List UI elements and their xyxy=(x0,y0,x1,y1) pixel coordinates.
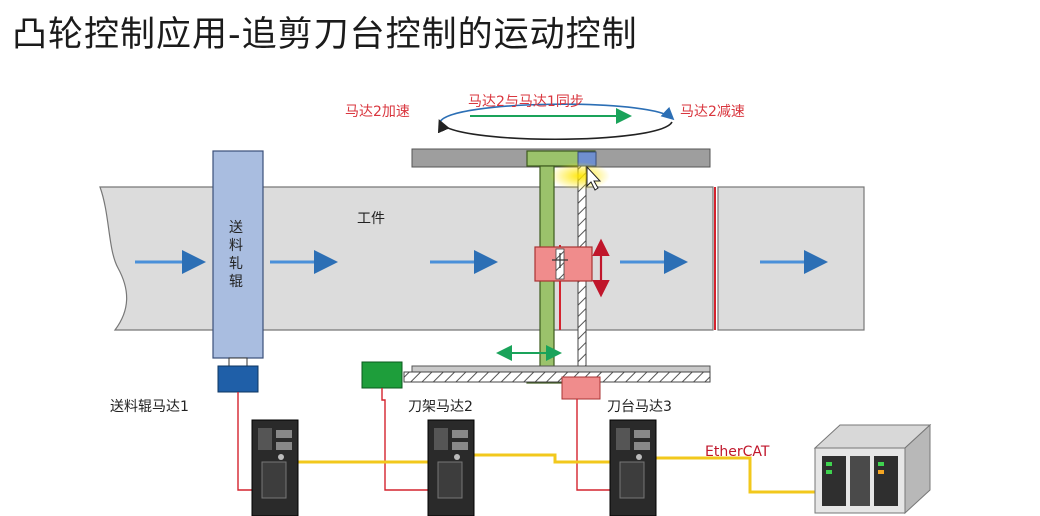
ethercat-bus-1 xyxy=(276,455,430,464)
servo-drive-2 xyxy=(427,419,475,516)
feed-motor-1 xyxy=(217,365,259,393)
feed-roller-char: 送 xyxy=(229,220,243,236)
ethercat-label: EtherCAT xyxy=(705,444,770,460)
feed-roller-char: 料 xyxy=(229,238,243,254)
workpiece-sheet xyxy=(99,186,714,331)
mouse-cursor-icon xyxy=(586,165,602,191)
servo-drive-1 xyxy=(251,419,299,516)
lower-rail-top xyxy=(411,365,711,373)
servo-drive-3 xyxy=(609,419,657,516)
feed-motor-label: 送料辊马达1 xyxy=(110,399,189,415)
sync-cycle xyxy=(438,103,675,140)
motor2-decel-label: 马达2减速 xyxy=(680,104,745,120)
feed-roller-char: 轧 xyxy=(229,256,243,272)
roller-coupling xyxy=(228,357,248,367)
page-title: 凸轮控制应用-追剪刀台控制的运动控制 xyxy=(12,15,638,55)
feed-roller xyxy=(212,150,264,359)
highlight-glow xyxy=(550,162,610,190)
table-motor-3 xyxy=(561,376,601,400)
ethercat-bus-2 xyxy=(461,453,612,464)
plc-controller xyxy=(813,423,932,515)
workpiece-cut-piece xyxy=(717,186,865,331)
lower-lead-screw xyxy=(403,371,711,383)
motor-wires xyxy=(237,388,612,491)
workpiece-label: 工件 xyxy=(357,211,385,227)
table-motor-label: 刀台马达3 xyxy=(607,399,672,415)
feed-roller-char: 辊 xyxy=(229,274,243,290)
motor2-accel-label: 马达2加速 xyxy=(345,104,410,120)
carriage-motor-2 xyxy=(361,361,403,389)
carriage-motor-label: 刀架马达2 xyxy=(408,399,473,415)
sync-label: 马达2与马达1同步 xyxy=(468,94,584,110)
ethercat-bus-3 xyxy=(640,456,830,494)
